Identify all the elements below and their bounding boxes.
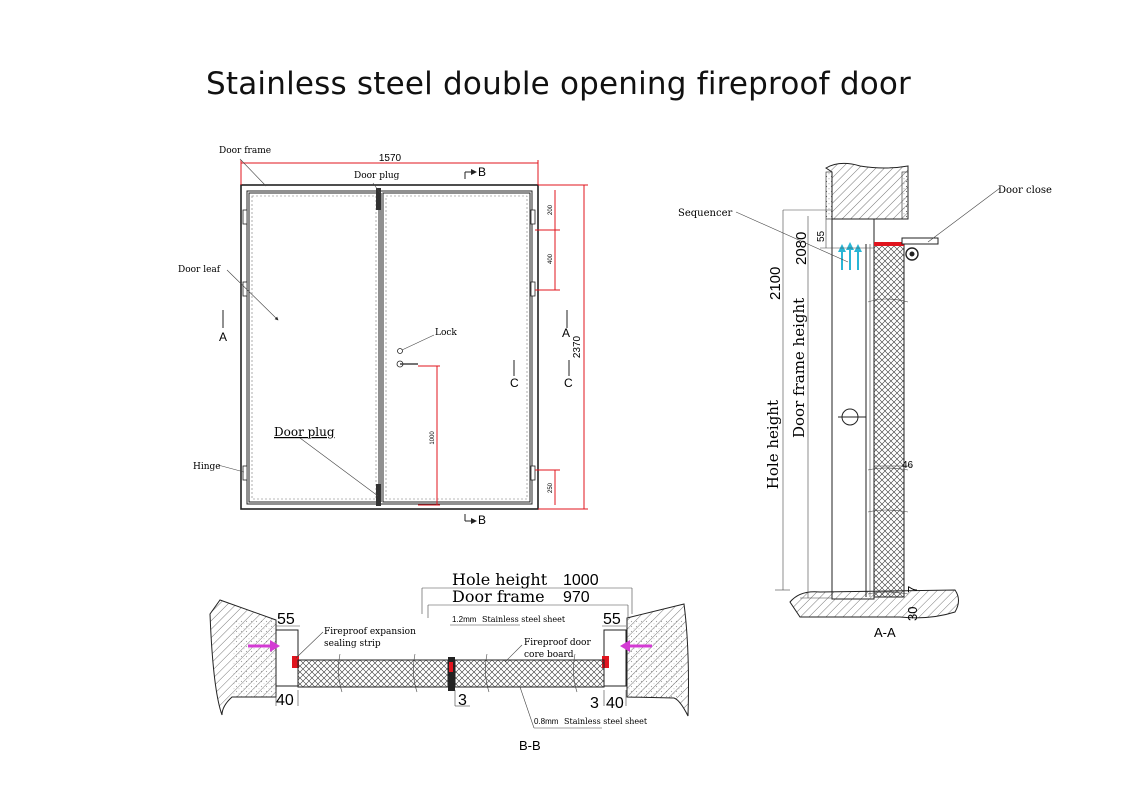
section-a-right: A	[562, 326, 570, 340]
section-c-right: C	[564, 376, 573, 390]
section-markers	[222, 169, 570, 524]
section-bb: Hole height 1000 Door frame 970 55 55 40…	[209, 570, 689, 753]
label-stainless-08: Stainless steel sheet	[564, 717, 648, 726]
front-elevation: 1570 2370 200 400 1000 250 Door frame Do…	[178, 146, 588, 527]
door-frame-inner	[246, 190, 533, 505]
label-door-plug-top: Door plug	[354, 171, 400, 181]
bb-fasteners	[338, 653, 578, 693]
aa-dim-30: 30	[905, 607, 920, 621]
label-door-closer: Door close	[998, 185, 1052, 196]
label-sequencer: Sequencer	[678, 208, 732, 219]
aa-dim-46: 46	[902, 460, 914, 471]
aa-frame-height-value: 2080	[793, 232, 810, 265]
bb-thickness-08: 0.8mm	[534, 717, 559, 726]
aa-frame-height-label: Door frame height	[790, 298, 808, 438]
bb-dim-55-left: 55	[277, 611, 295, 628]
page-title: Stainless steel double opening fireproof…	[206, 66, 911, 102]
leaf-right-core	[454, 659, 605, 688]
aa-hole-height-value: 2100	[767, 267, 784, 300]
arrow-right	[620, 640, 630, 652]
dim-1000: 1000	[430, 431, 436, 445]
section-c-left: C	[510, 376, 519, 390]
label-door-frame: Door frame	[219, 146, 271, 156]
section-a-left: A	[219, 330, 227, 344]
label-door-plug-bottom: Door plug	[274, 425, 335, 439]
bb-dim-40-right: 40	[606, 695, 624, 712]
door-plug-bottom	[376, 484, 381, 506]
bb-thickness-12: 1.2mm	[452, 615, 477, 624]
door-leaf-right	[382, 192, 531, 503]
label-core-2: core board	[524, 650, 574, 660]
bb-hole-height-value: 1000	[563, 572, 599, 589]
section-b-bottom: B	[478, 513, 486, 527]
section-b-top: B	[478, 165, 486, 179]
bb-hole-height-label: Hole height	[452, 570, 548, 589]
elevation-dimensions	[240, 160, 588, 510]
wall-top	[825, 162, 909, 220]
door-frame-profile	[831, 218, 875, 600]
dim-250: 250	[548, 482, 554, 493]
sealing-strip-left	[292, 656, 299, 668]
label-core-1: Fireproof door	[524, 638, 591, 648]
bb-frame-label: Door frame	[452, 587, 545, 606]
aa-caption: A-A	[874, 625, 896, 640]
lock-icon	[396, 348, 418, 368]
bb-frame-value: 970	[563, 589, 590, 606]
aa-dim-55: 55	[816, 230, 827, 242]
arrow-left	[270, 640, 280, 652]
sequencer-arrows	[838, 242, 862, 270]
bb-dimensions	[275, 587, 633, 729]
dim-200: 200	[548, 204, 554, 215]
fasteners	[867, 298, 909, 595]
door-plug-top	[376, 188, 381, 210]
door-leaf-left	[248, 192, 380, 503]
label-door-leaf: Door leaf	[178, 265, 221, 275]
bb-caption: B-B	[519, 738, 541, 753]
bb-dim-55-right: 55	[603, 611, 621, 628]
door-leaf-core	[873, 243, 905, 598]
aa-hole-height-label: Hole height	[764, 400, 782, 489]
bb-dim-40-left: 40	[276, 692, 294, 709]
sealing-strip-right	[602, 656, 609, 668]
label-hinge: Hinge	[193, 462, 221, 472]
label-fireproof-strip-2: sealing strip	[324, 639, 381, 649]
aa-dimensions	[775, 209, 912, 599]
elevation-leaders	[217, 158, 435, 497]
aa-dim-7: 7	[905, 586, 920, 593]
width-dimension: 1570	[379, 153, 402, 164]
leaf-left-core	[297, 659, 449, 688]
door-closer-icon	[901, 237, 939, 245]
hinge-icons	[242, 209, 536, 481]
label-stainless-12: Stainless steel sheet	[482, 615, 566, 624]
bb-dim-3-right: 3	[590, 695, 599, 712]
meeting-stile	[448, 657, 455, 691]
section-aa: Hole height 2100 Door frame height 2080 …	[678, 162, 1052, 640]
bb-dim-3-mid: 3	[458, 692, 467, 709]
height-dimension: 2370	[572, 335, 583, 358]
label-lock: Lock	[435, 328, 457, 338]
label-fireproof-strip-1: Fireproof expansion	[324, 627, 416, 637]
door-frame-outline	[240, 184, 539, 510]
seal-strip	[874, 242, 904, 246]
dim-400: 400	[548, 253, 554, 264]
